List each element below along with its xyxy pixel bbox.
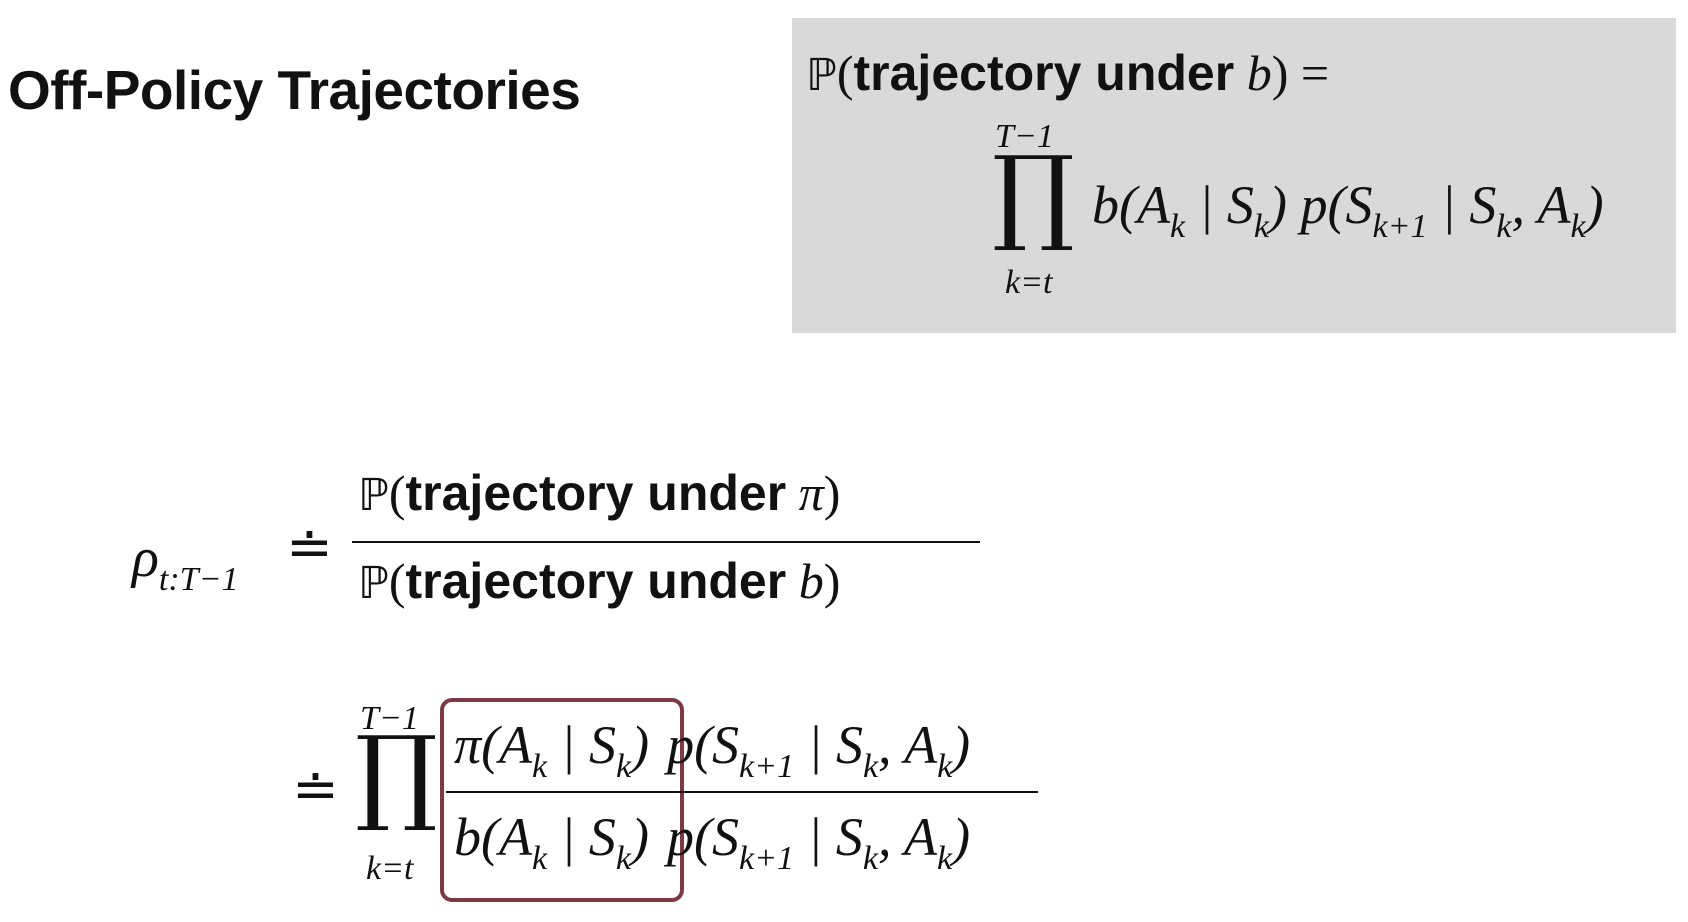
def-equal-2: ≐ xyxy=(292,759,339,821)
product-numerator: π(Ak | Sk)p(Sk+1 | Sk, Ak) xyxy=(454,715,971,785)
box-prod-lower: k=t xyxy=(1005,264,1053,301)
box-product-symbol: ∏ xyxy=(992,133,1075,255)
product-denominator: b(Ak | Sk)p(Sk+1 | Sk, Ak) xyxy=(454,807,971,877)
def-equal-1: ≐ xyxy=(286,517,333,579)
product-symbol: ∏ xyxy=(355,713,438,835)
ratio-highlight-box xyxy=(440,698,684,902)
rho-fraction-bar xyxy=(352,541,980,543)
trajectory-text: trajectory under xyxy=(853,45,1235,101)
rho-symbol: ρt:T−1 xyxy=(132,527,239,598)
behavior-var: b xyxy=(1246,45,1272,101)
prob-symbol: ℙ xyxy=(806,50,837,101)
rho-denominator: ℙ(trajectory under b) xyxy=(358,553,841,609)
equals-sign: = xyxy=(1300,45,1330,101)
formula-box xyxy=(792,18,1676,333)
box-prod-upper: T−1 xyxy=(995,118,1054,155)
rho-numerator: ℙ(trajectory under π) xyxy=(358,465,841,521)
box-product-terms: b(Ak | Sk) p(Sk+1 | Sk, Ak) xyxy=(1092,175,1604,245)
prod-upper: T−1 xyxy=(360,700,419,737)
slide-title: Off-Policy Trajectories xyxy=(8,59,581,121)
product-fraction-bar xyxy=(446,791,1038,793)
prod-lower: k=t xyxy=(366,850,414,887)
trajectory-prob-b-line: ℙ(trajectory under b) = xyxy=(806,45,1330,101)
